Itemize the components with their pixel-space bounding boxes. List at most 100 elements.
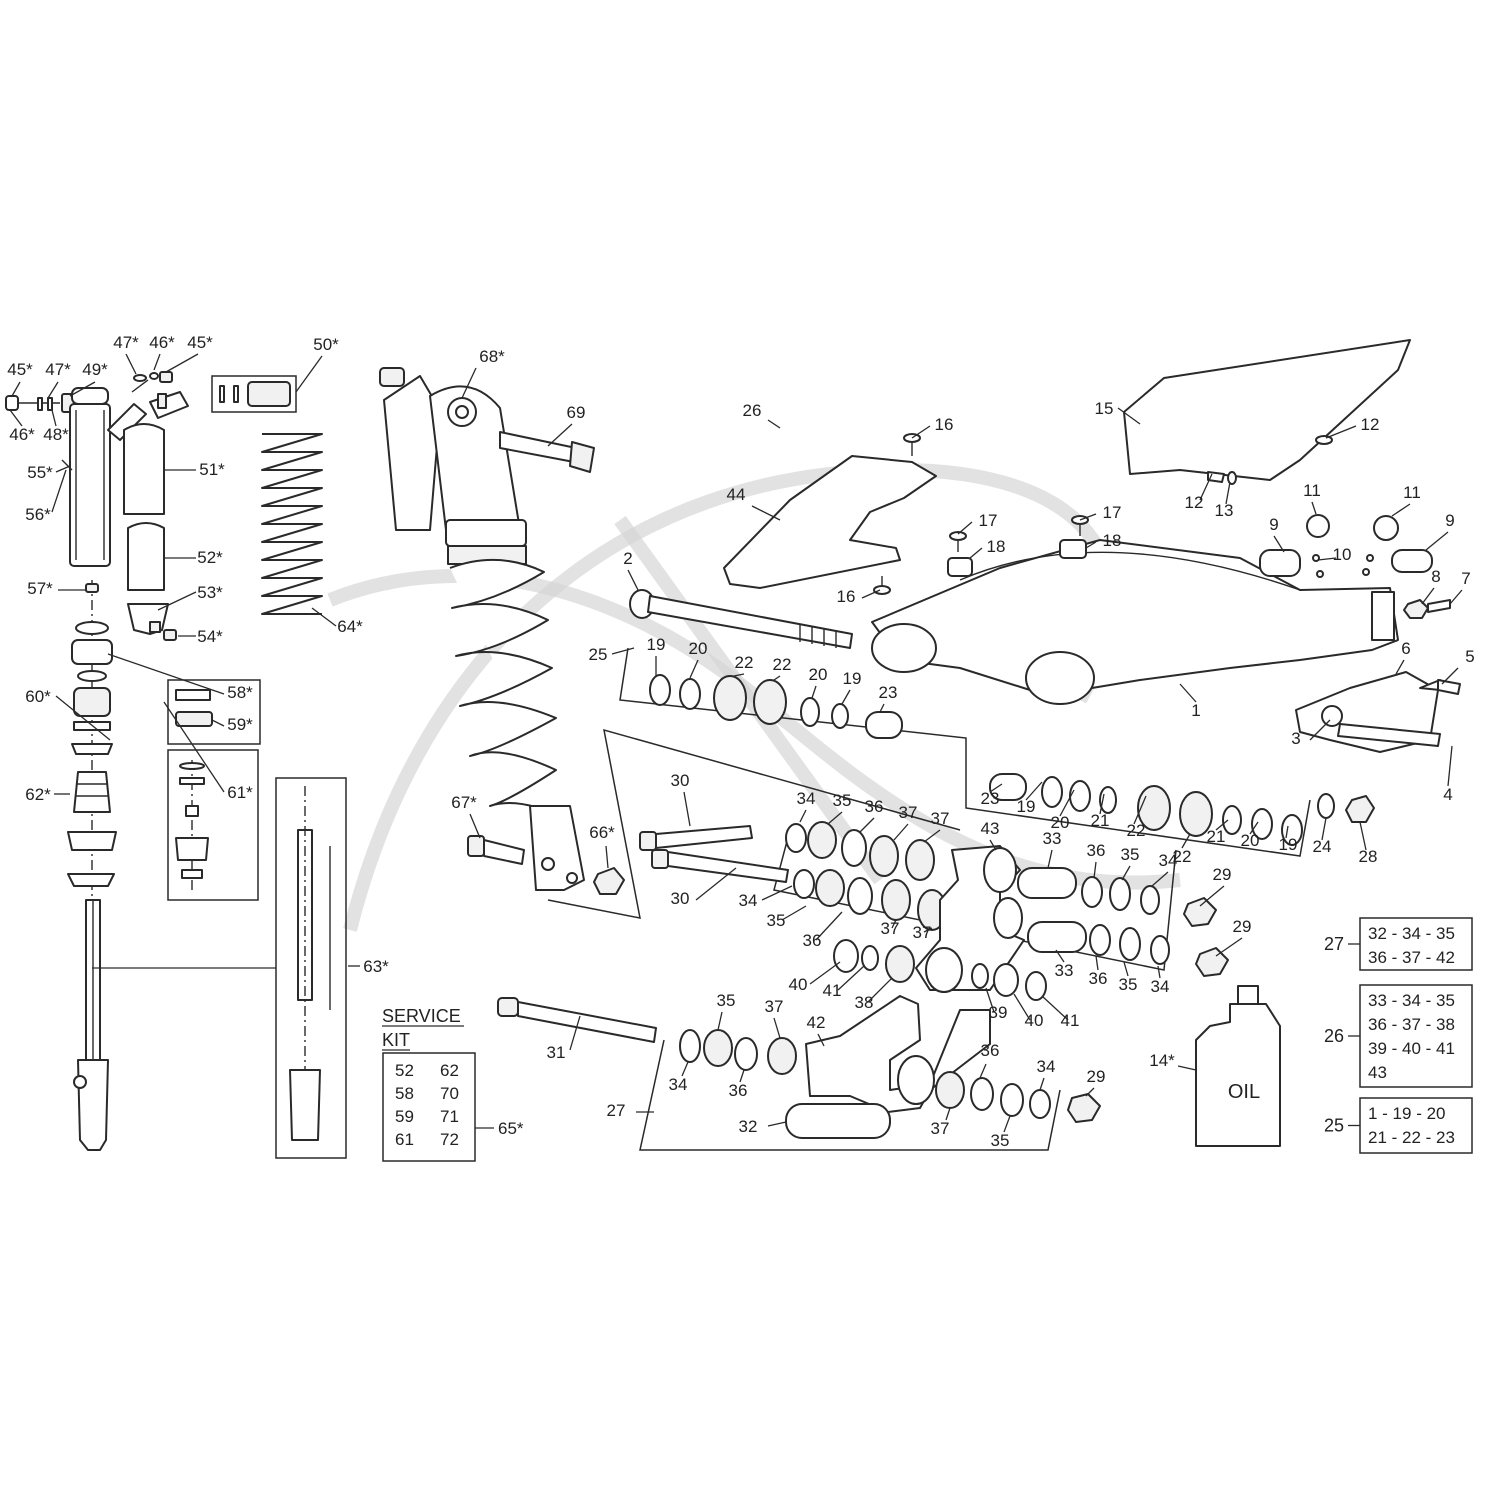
- leader-line: [989, 783, 1003, 793]
- service-kit-item: 61: [395, 1130, 414, 1149]
- leader-line: [1449, 589, 1463, 605]
- callout-label: 22: [1127, 821, 1146, 840]
- leader-line: [761, 885, 793, 901]
- kit-table-line: 36 - 37 - 38: [1368, 1015, 1455, 1034]
- leader-line: [773, 675, 781, 681]
- callout-label: 69: [567, 403, 586, 422]
- leader-line: [683, 791, 691, 827]
- kit-box-61: [167, 749, 259, 901]
- leader-line: [879, 703, 885, 713]
- chain-guard-15: [1123, 339, 1411, 481]
- callout-label: 45*: [187, 333, 213, 352]
- callout-label: 19: [647, 635, 666, 654]
- callout-label: 47*: [45, 360, 71, 379]
- callout-label: 12: [1185, 493, 1204, 512]
- callout-label: 37: [881, 919, 900, 938]
- leader-line: [1003, 1115, 1011, 1133]
- leader-line: [827, 811, 843, 825]
- callout-label: 51*: [199, 460, 225, 479]
- service-kit-item: 52: [395, 1061, 414, 1080]
- leader-line: [1395, 659, 1405, 675]
- leader-line: [811, 685, 817, 699]
- leader-line: [1039, 1077, 1045, 1091]
- kit-table-line: 39 - 40 - 41: [1368, 1039, 1455, 1058]
- callout-label: 22: [735, 653, 754, 672]
- leader-line: [1447, 745, 1453, 787]
- callout-label: 27: [607, 1101, 626, 1120]
- leader-line: [809, 961, 841, 985]
- leader-line: [717, 1011, 723, 1031]
- callout-label: 59*: [227, 715, 253, 734]
- callout-label: 26: [743, 401, 762, 420]
- callout-label: 35: [767, 911, 786, 930]
- kit-table-line: 36 - 37 - 42: [1368, 948, 1455, 967]
- leader-line: [751, 505, 781, 521]
- service-kit-item: 71: [440, 1107, 459, 1126]
- leader-line: [569, 1015, 581, 1051]
- callout-label: 18: [987, 537, 1006, 556]
- callout-label: 33: [1055, 961, 1074, 980]
- callout-label: 36: [729, 1081, 748, 1100]
- leader-line: [9, 409, 23, 427]
- callout-label: 20: [809, 665, 828, 684]
- callout-label: 37: [765, 997, 784, 1016]
- oil-bottle-label: OIL: [1228, 1081, 1260, 1103]
- leader-line: [47, 381, 59, 399]
- linkage-parts: [785, 821, 1229, 1001]
- leader-line: [1391, 503, 1411, 517]
- leader-line: [1059, 789, 1075, 817]
- callout-label: 55*: [27, 463, 53, 482]
- callout-label: 39: [989, 1003, 1008, 1022]
- callout-label: 21: [1207, 827, 1226, 846]
- callout-label: 16: [935, 415, 954, 434]
- leader-line: [739, 1069, 745, 1083]
- leader-line: [841, 689, 851, 705]
- leader-line: [547, 423, 573, 447]
- leader-line: [911, 425, 931, 439]
- leader-line: [923, 829, 941, 843]
- callout-label: 37: [931, 1119, 950, 1138]
- leader-line: [107, 653, 225, 695]
- leader-line: [461, 367, 477, 399]
- leader-line: [55, 695, 111, 741]
- callout-label: 21: [1091, 811, 1110, 830]
- callout-label: 40: [789, 975, 808, 994]
- callout-label: 9: [1445, 511, 1454, 530]
- service-kit-item: 72: [440, 1130, 459, 1149]
- callout-label: 35: [1119, 975, 1138, 994]
- leader-line: [1117, 407, 1141, 425]
- callout-label: 41: [1061, 1011, 1080, 1030]
- callout-label: 64*: [337, 617, 363, 636]
- callout-label: 36: [981, 1041, 1000, 1060]
- leader-line: [469, 813, 481, 839]
- leader-line: [923, 927, 933, 933]
- leader-line: [817, 1033, 825, 1047]
- callout-label: 34: [1159, 851, 1178, 870]
- chain-slider-44: [723, 455, 937, 589]
- service-kit-item: 59: [395, 1107, 414, 1126]
- callout-label: 37: [931, 809, 950, 828]
- callout-label: 29: [1233, 917, 1252, 936]
- leader-line: [1199, 473, 1213, 501]
- kit-table-line: 1 - 19 - 20: [1368, 1104, 1446, 1123]
- leader-line: [1085, 1087, 1095, 1097]
- callout-label: 53*: [197, 583, 223, 602]
- leader-line: [945, 1107, 951, 1121]
- callout-label: 38: [855, 993, 874, 1012]
- callout-label: 19: [1279, 835, 1298, 854]
- callout-label: 63*: [363, 957, 389, 976]
- leader-line: [1177, 1065, 1197, 1071]
- callout-label: 66*: [589, 823, 615, 842]
- kit-box-50: [211, 375, 297, 413]
- callout-label: 52*: [197, 548, 223, 567]
- callout-label: 20: [1241, 831, 1260, 850]
- callout-label: 34: [1151, 977, 1170, 996]
- callout-label: 15: [1095, 399, 1114, 418]
- callout-label: 46*: [9, 425, 35, 444]
- leader-line: [605, 845, 609, 869]
- callout-label: 35: [717, 991, 736, 1010]
- leader-line: [893, 823, 909, 841]
- callout-label: 56*: [25, 505, 51, 524]
